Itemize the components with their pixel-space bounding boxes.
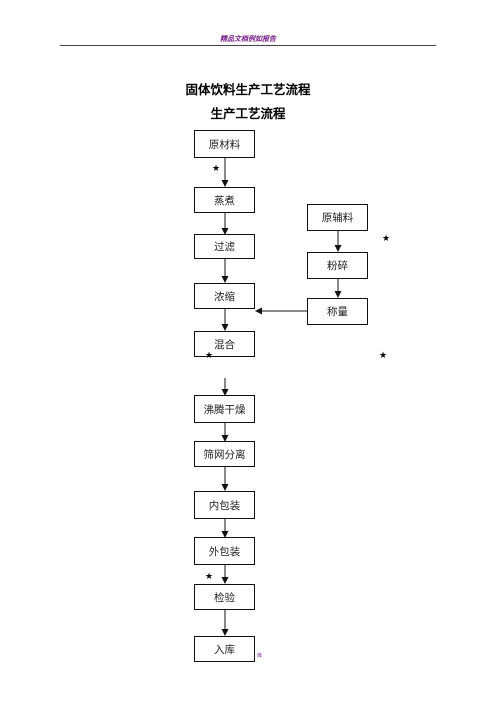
page-header-text: 精品文档例如报告 — [220, 35, 276, 43]
step-warehousing: 入库 — [194, 636, 255, 662]
step-concentration: 浓缩 — [194, 283, 255, 309]
step-cooking: 蒸煮 — [194, 187, 255, 213]
step-sieve-separation: 筛网分离 — [194, 441, 255, 467]
step-filtration: 过滤 — [194, 234, 255, 259]
step-inner-packaging: 内包装 — [194, 491, 255, 519]
star-icon: ★ — [379, 351, 388, 361]
star-icon: ★ — [205, 351, 214, 361]
star-icon: ★ — [212, 164, 221, 174]
step-mixing: 混合 — [194, 331, 255, 357]
star-icon: ★ — [205, 572, 214, 582]
step-crushing: 粉碎 — [307, 252, 368, 279]
document-title: 固体饮料生产工艺流程 — [185, 82, 311, 97]
footer-mark: 库 — [257, 653, 263, 659]
step-auxiliary-material: 原辅料 — [307, 204, 368, 231]
document-subtitle: 生产工艺流程 — [210, 106, 286, 121]
header-divider — [60, 45, 436, 46]
step-outer-packaging: 外包装 — [194, 537, 255, 565]
star-icon: ★ — [382, 234, 391, 244]
step-raw-material: 原材料 — [194, 130, 255, 158]
step-weighing: 称量 — [307, 298, 368, 325]
step-inspection: 检验 — [194, 584, 255, 610]
step-fluid-bed-drying: 沸腾干燥 — [194, 395, 255, 423]
